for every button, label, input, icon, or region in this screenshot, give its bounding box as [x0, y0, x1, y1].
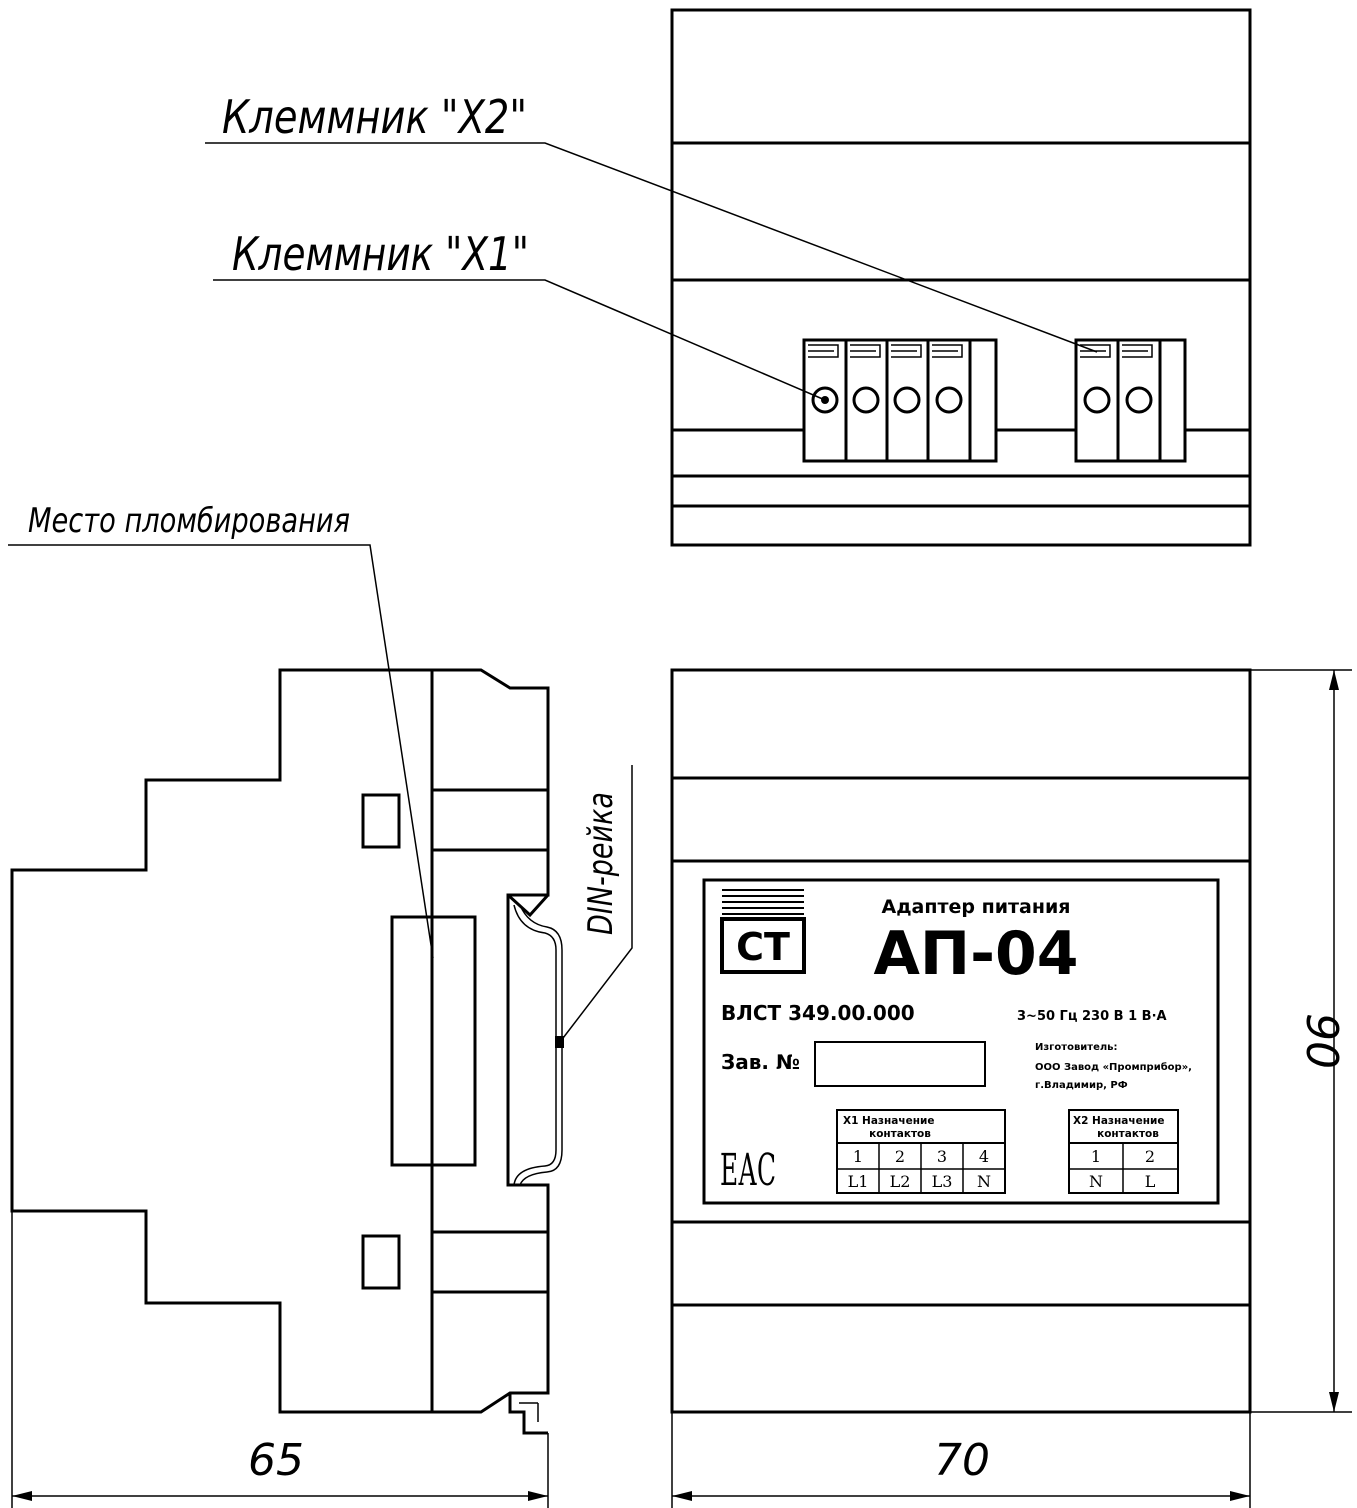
latch-bottom: [361, 1234, 401, 1290]
x1-contact-number: 4: [979, 1147, 989, 1166]
x1-table-subtitle: контактов: [869, 1128, 931, 1140]
callout-seal: Место пломбирования: [8, 501, 434, 959]
callout-x1-label: Клеммник "X1": [232, 227, 529, 281]
nameplate-subtitle: Адаптер питания: [881, 896, 1070, 918]
designation: ВЛСТ 349.00.000: [721, 1001, 915, 1025]
serial-label: Зав. №: [721, 1050, 800, 1074]
x2-table-subtitle: контактов: [1097, 1128, 1159, 1140]
side-view-body: [10, 668, 550, 1414]
serial-number-field: [814, 1041, 986, 1087]
x1-table-title: Х1 Назначение: [843, 1115, 934, 1127]
manufacturer-name: ООО Завод «Промприбор»,: [1035, 1061, 1192, 1073]
logo-text: СТ: [736, 925, 790, 969]
x1-contacts-table: Х1 Назначение контактов 1 2 3 4 L1 L2 L3…: [836, 1109, 1006, 1194]
model-name: АП-04: [873, 919, 1078, 989]
x1-contact-number: 1: [853, 1147, 863, 1166]
front-view-outline: [670, 668, 1252, 1414]
dimension-depth-value: 65: [248, 1435, 304, 1486]
callout-x2-label: Клеммник "X2": [222, 90, 527, 144]
x2-contacts-table: Х2 Назначение контактов 1 2 N L: [1068, 1109, 1179, 1194]
x1-contact-signal: L3: [932, 1172, 953, 1191]
top-view-outline: [670, 8, 1252, 547]
nameplate-border: [702, 878, 1220, 1205]
nameplate: СТ Адаптер питания АП-04 ВЛСТ 349.00.000…: [702, 878, 1220, 1205]
callout-din-rail-label: DIN-рейка: [581, 792, 621, 935]
manufacturer-logo: СТ: [720, 889, 806, 974]
x2-contact-number: 2: [1145, 1147, 1155, 1166]
x1-contact-signal: L1: [848, 1172, 869, 1191]
terminal-block-x2: [1074, 338, 1187, 463]
x1-contact-number: 3: [937, 1147, 947, 1166]
callout-seal-label: Место пломбирования: [28, 501, 350, 541]
callout-x2: Клеммник "X2": [205, 90, 1098, 353]
x2-table-title: Х2 Назначение: [1073, 1115, 1164, 1127]
x1-contact-signal: N: [977, 1172, 991, 1191]
seal-area: [390, 915, 477, 1167]
top-view: [670, 8, 1252, 547]
x1-contact-number: 2: [895, 1147, 905, 1166]
latch-top: [361, 793, 401, 849]
dimension-width: 70: [671, 1412, 1251, 1508]
x2-contact-signal: N: [1089, 1172, 1103, 1191]
terminal-block-x1: [802, 338, 998, 463]
dimension-depth: 65: [11, 1211, 549, 1508]
x1-contact-signal: L2: [890, 1172, 911, 1191]
x2-contact-number: 1: [1091, 1147, 1101, 1166]
callout-x1: Клеммник "X1": [213, 227, 826, 401]
din-rail: [506, 893, 564, 1435]
dimension-height: 90: [1250, 669, 1352, 1413]
eac-mark: ЕАС: [720, 1145, 776, 1196]
rating: 3~50 Гц 230 В 1 В·А: [1017, 1009, 1167, 1024]
x2-contact-signal: L: [1145, 1172, 1156, 1191]
side-view: [10, 668, 564, 1435]
dimension-height-value: 90: [1296, 1013, 1347, 1069]
manufacturer-label: Изготовитель:: [1035, 1042, 1118, 1053]
callout-din-rail: DIN-рейка: [559, 765, 633, 1043]
dimension-width-value: 70: [934, 1435, 990, 1486]
manufacturer-city: г.Владимир, РФ: [1035, 1080, 1128, 1091]
front-view: СТ Адаптер питания АП-04 ВЛСТ 349.00.000…: [670, 668, 1252, 1414]
